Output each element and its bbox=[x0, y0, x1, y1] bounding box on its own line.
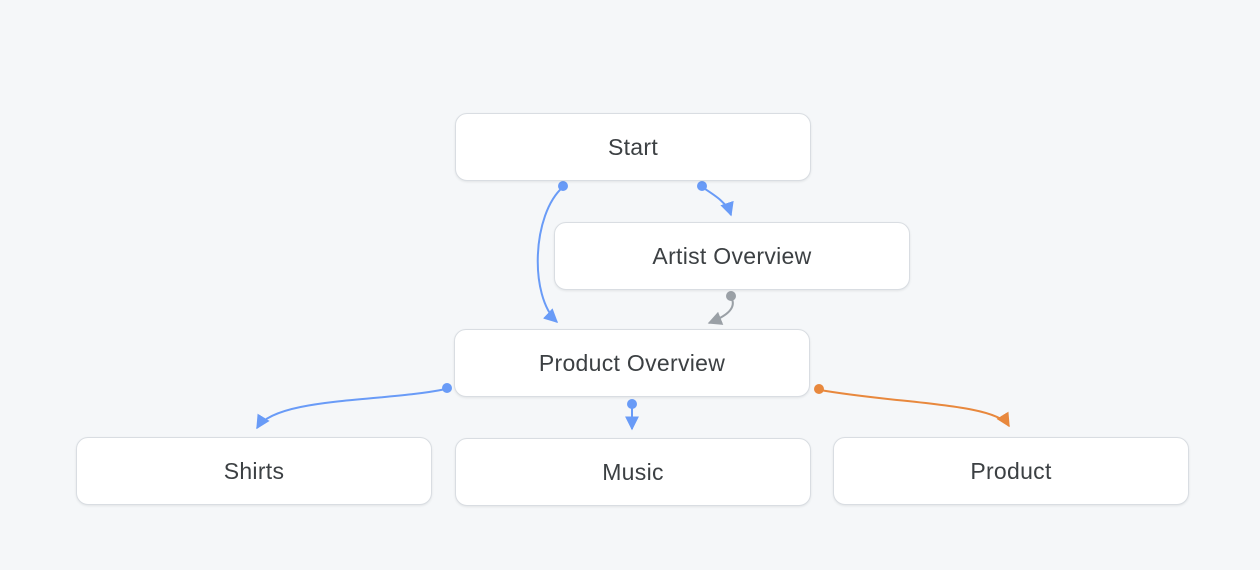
edge-source-handle[interactable] bbox=[726, 291, 736, 301]
node-artist-overview[interactable]: Artist Overview bbox=[554, 222, 910, 290]
node-product-label: Product bbox=[970, 457, 1052, 484]
edge-source-handle[interactable] bbox=[558, 181, 568, 191]
edge-source-handle[interactable] bbox=[627, 399, 637, 409]
edge-start-to-product-overview[interactable] bbox=[536, 181, 568, 323]
node-product-overview-label: Product Overview bbox=[538, 349, 726, 376]
node-shirts[interactable]: Shirts bbox=[76, 437, 432, 505]
edge-product-overview-to-music[interactable] bbox=[625, 399, 639, 431]
node-product-overview[interactable]: Product Overview bbox=[454, 329, 810, 397]
node-product[interactable]: Product bbox=[833, 437, 1189, 505]
edge-source-handle[interactable] bbox=[814, 384, 824, 394]
edge-artist-overview-to-product-overview[interactable] bbox=[707, 291, 736, 325]
node-music-label: Music bbox=[602, 458, 664, 485]
node-music[interactable]: Music bbox=[455, 438, 811, 506]
node-artist-overview-label: Artist Overview bbox=[652, 242, 812, 269]
node-start-label: Start bbox=[607, 133, 659, 160]
edge-source-handle[interactable] bbox=[697, 181, 707, 191]
node-start[interactable]: Start bbox=[455, 113, 811, 181]
edge-product-overview-to-product[interactable] bbox=[814, 384, 1010, 428]
edge-source-handle[interactable] bbox=[442, 383, 452, 393]
node-shirts-label: Shirts bbox=[223, 457, 285, 484]
edge-product-overview-to-shirts[interactable] bbox=[256, 383, 452, 430]
edge-start-to-artist-overview[interactable] bbox=[697, 181, 734, 217]
